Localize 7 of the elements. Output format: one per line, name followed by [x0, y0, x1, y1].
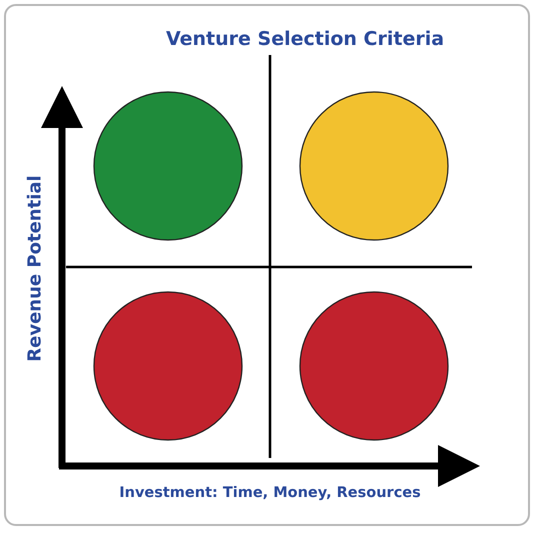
circle-marker [93, 91, 243, 241]
circle-marker [93, 291, 243, 441]
circle-marker [299, 91, 449, 241]
title: Venture Selection Criteria [164, 28, 446, 50]
circle-marker [299, 291, 449, 441]
x-axis-label: Investment: Time, Money, Resources [118, 485, 422, 501]
y-axis-label: Revenue Potential [24, 174, 46, 364]
